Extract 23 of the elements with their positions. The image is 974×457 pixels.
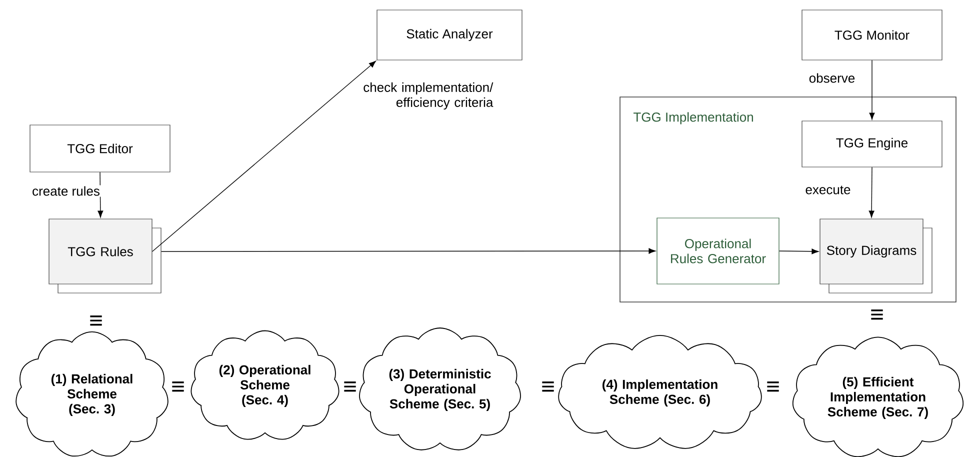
process-box: TGG Monitor (802, 10, 942, 60)
arrow (98, 172, 104, 218)
equivalence-sign: ≡ (172, 382, 184, 392)
edge-label: create rules (31, 185, 101, 197)
arrow (152, 60, 376, 252)
process-box: TGG Engine (802, 120, 942, 168)
process-box: Static Analyzer (376, 10, 522, 60)
edge-label: check implementation/ efficiency criteria (352, 81, 494, 111)
arrow (869, 60, 875, 120)
arrow (160, 248, 656, 254)
equivalence-sign: ≡ (542, 382, 554, 392)
equivalence-sign: ≡ (90, 316, 102, 326)
equivalence-sign: ≡ (767, 382, 779, 392)
stacked-box: TGG Rules (48, 218, 162, 294)
process-box: Operational Rules Generator (656, 218, 780, 284)
edge-label: observe (808, 72, 856, 84)
arrow (778, 248, 819, 254)
stacked-box: Story Diagrams (820, 218, 932, 294)
arrow (868, 166, 874, 218)
process-box: TGG Editor (30, 124, 170, 172)
equivalence-sign: ≡ (344, 382, 356, 392)
edge-label: execute (804, 184, 852, 196)
equivalence-sign: ≡ (871, 310, 883, 320)
